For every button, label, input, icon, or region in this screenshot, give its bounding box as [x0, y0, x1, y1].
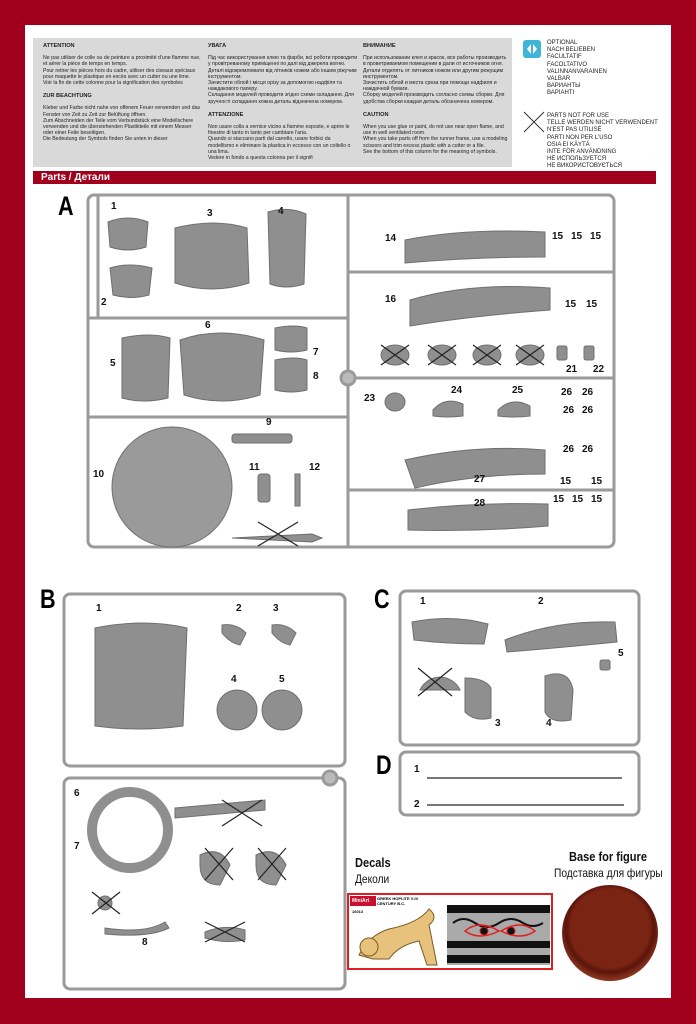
part-number-a: 27	[474, 474, 486, 485]
sprue-a-frame	[86, 193, 616, 549]
decal-sheet: MiniArt GREEK HOPLITE V-IV CENTURY B.C. …	[347, 893, 553, 970]
part-number-a: 15	[591, 476, 603, 487]
part-number-a: 16	[385, 294, 397, 305]
brand-logo: MiniArt	[350, 896, 376, 906]
sprue-a-label: A	[57, 191, 74, 221]
part-number-a: 7	[313, 347, 319, 358]
part-number-a: 11	[249, 462, 260, 473]
base-title: Base for figure	[569, 849, 647, 864]
not-for-use-icon	[523, 111, 545, 133]
part-number-b: 5	[279, 674, 285, 685]
note-title-fr: ATTENTION	[43, 43, 75, 49]
part-number-b: 1	[96, 603, 102, 614]
crossed-out-mark-c	[417, 667, 453, 697]
sprue-a-parts	[107, 208, 595, 548]
optional-legend: OPTIONAL NACH BELIEBEN FACULTATIF FACOLT…	[547, 40, 607, 97]
part-number-a: 15	[586, 299, 598, 310]
part-number-b: 8	[142, 937, 148, 948]
part-number-c: 5	[618, 648, 624, 659]
part-number-a: 15	[565, 299, 577, 310]
note-title-ru: ВНИМАНИЕ	[363, 43, 396, 49]
notes-column-1: ATTENTION Ne pas utiliser de colle ou de…	[43, 43, 203, 150]
decal-artwork	[358, 905, 550, 966]
part-number-d: 1	[414, 764, 420, 775]
kit-name: GREEK HOPLITE V-IV CENTURY B.C.	[377, 896, 419, 906]
part-number-a: 15	[572, 494, 584, 505]
part-number-a: 8	[313, 371, 319, 382]
notes-column-3: ВНИМАНИЕ При использовании клея и красок…	[363, 43, 508, 162]
note-text-it: Non usare colla a vernice vicino a fiamm…	[208, 124, 351, 162]
part-number-a: 5	[110, 358, 116, 369]
note-text-en: When you use glue or paint, do not use n…	[363, 124, 508, 155]
note-text-ua: Під час використування клею та фарби, вс…	[208, 55, 358, 105]
part-number-b: 6	[74, 788, 80, 799]
note-title-it: ATTENZIONE	[208, 111, 244, 118]
note-title-en: CAUTION	[363, 111, 389, 118]
note-title-ua: УВАГА	[208, 43, 227, 49]
part-number-a: 23	[364, 393, 376, 404]
part-number-a: 1	[111, 201, 117, 212]
part-number-c: 2	[538, 596, 544, 607]
not-for-use-legend: PARTS NOT FOR USE TELLE WERDEN NICHT VER…	[547, 113, 658, 170]
crossed-out-marks-b	[91, 799, 287, 943]
part-number-a: 25	[512, 385, 524, 396]
part-number-a: 28	[474, 498, 486, 509]
part-number-a: 15	[591, 494, 603, 505]
part-number-a: 9	[266, 417, 272, 428]
decals-title: Decals	[355, 855, 391, 870]
note-title-de: ZUR BEACHTUNG	[43, 93, 92, 100]
part-number-a: 2	[101, 297, 107, 308]
part-number-b: 7	[74, 841, 80, 852]
part-number-b: 4	[231, 674, 237, 685]
sprue-c-parts	[411, 617, 624, 806]
sprue-b-label: B	[39, 584, 56, 614]
part-number-a: 26	[563, 444, 575, 455]
figure-base	[562, 885, 658, 981]
part-number-a: 4	[278, 206, 284, 217]
part-number-a: 15	[590, 231, 602, 242]
part-number-a: 12	[309, 462, 321, 473]
optional-icon	[523, 40, 541, 58]
part-number-c: 1	[420, 596, 426, 607]
part-number-c: 4	[546, 718, 552, 729]
part-number-a: 3	[207, 208, 213, 219]
part-number-a: 10	[93, 469, 105, 480]
notes-column-2: УВАГА Під час використування клею та фар…	[208, 43, 358, 168]
part-number-a: 15	[560, 476, 572, 487]
part-number-d: 2	[414, 799, 420, 810]
part-number-a: 6	[205, 320, 211, 331]
sprue-b-parts	[87, 622, 303, 943]
part-number-a: 24	[451, 385, 463, 396]
note-text-ru: При использовании клея и красок, все раб…	[363, 55, 507, 105]
safety-notes-panel: ATTENTION Ne pas utiliser de colle ou de…	[33, 38, 512, 167]
parts-header: Parts / Детали	[33, 171, 656, 184]
note-text-fr: Ne pas utiliser de colle ou de peinture …	[43, 55, 201, 87]
part-number-a: 26	[563, 405, 575, 416]
crossed-out-marks	[257, 344, 545, 547]
part-number-a: 15	[552, 231, 564, 242]
part-number-a: 14	[385, 233, 397, 244]
sprue-b-frame	[62, 592, 347, 991]
part-number-a: 26	[561, 387, 573, 398]
part-number-b: 2	[236, 603, 242, 614]
part-number-a: 21	[566, 364, 578, 375]
part-number-a: 26	[582, 405, 594, 416]
kit-number: 16013	[352, 909, 364, 914]
part-number-a: 15	[571, 231, 583, 242]
sprue-c-label: C	[373, 584, 390, 614]
base-subtitle: Подставка для фигуры	[554, 866, 663, 880]
part-number-c: 3	[495, 718, 501, 729]
sprue-c-frame	[398, 589, 641, 817]
part-number-a: 15	[553, 494, 565, 505]
part-number-b: 3	[273, 603, 279, 614]
part-number-a: 26	[582, 444, 594, 455]
part-number-a: 22	[593, 364, 605, 375]
part-number-a: 26	[582, 387, 594, 398]
decals-subtitle: Деколи	[355, 872, 390, 886]
sprue-d-label: D	[375, 750, 392, 780]
note-text-de: Kleber und Farbe nicht nahe von offenem …	[43, 105, 201, 143]
